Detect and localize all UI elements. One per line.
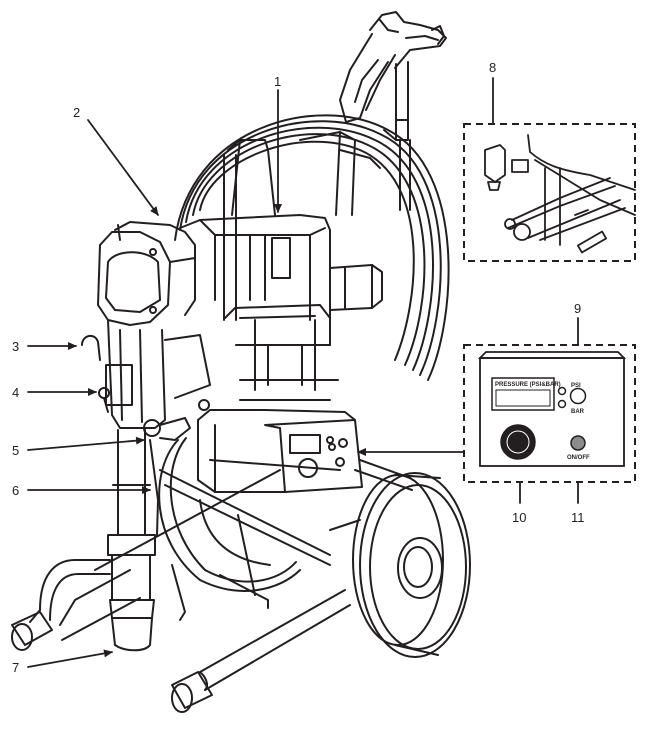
- callout-7: 7: [12, 660, 19, 675]
- suction-tube: [107, 429, 159, 652]
- bar-led: [557, 399, 567, 409]
- inset-control-panel: PRESSURE (PSI&BAR) PSI BAR ON/OFF: [463, 344, 636, 483]
- callout-11: 11: [571, 510, 585, 525]
- inset-accessories: [463, 123, 636, 262]
- callout-numbers: 1 2 3 4 5 6 7 8 9 10 11: [12, 60, 585, 675]
- bar-label: BAR: [571, 409, 585, 415]
- pressure-control-knob[interactable]: [500, 424, 536, 460]
- psi-led: [557, 386, 567, 396]
- psi-label: PSI: [571, 383, 581, 389]
- callout-4: 4: [12, 385, 19, 400]
- callout-10: 10: [512, 510, 526, 525]
- callout-8: 8: [489, 60, 496, 75]
- spray-gun: [339, 11, 447, 211]
- pressure-display-label: PRESSURE (PSI&BAR): [495, 382, 561, 388]
- on-off-label: ON/OFF: [567, 455, 590, 461]
- callout-3: 3: [12, 339, 19, 354]
- hose-reel: [158, 114, 450, 592]
- control-box: [197, 409, 363, 493]
- motor-housing: [179, 214, 383, 401]
- callout-5: 5: [12, 443, 19, 458]
- callout-9: 9: [574, 301, 581, 316]
- unit-toggle-button[interactable]: [569, 387, 587, 405]
- wheel: [352, 472, 471, 658]
- pump-head: [81, 221, 211, 441]
- callout-6: 6: [12, 483, 19, 498]
- callout-1: 1: [274, 74, 281, 89]
- on-off-button[interactable]: [570, 435, 586, 451]
- callout-2: 2: [73, 105, 80, 120]
- pressure-display: [491, 377, 555, 411]
- leg-caps: [11, 611, 213, 713]
